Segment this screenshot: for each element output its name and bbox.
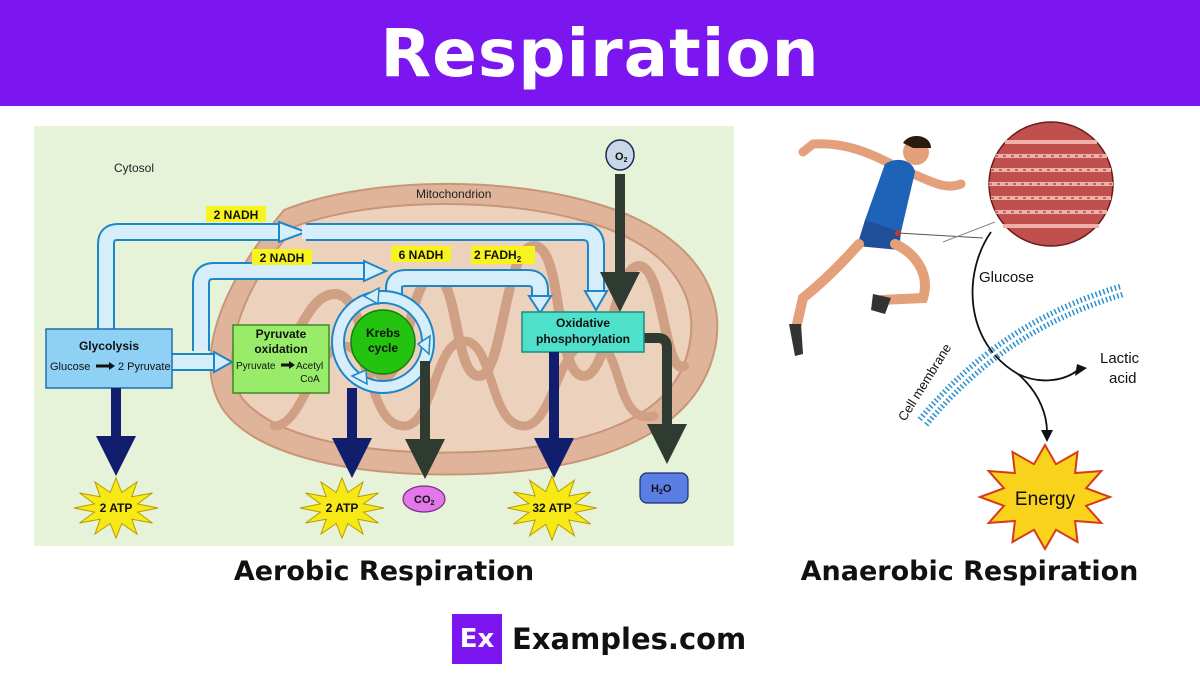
atp-star-glycolysis: 2 ATP [73, 476, 159, 540]
brand-logo-mark: Ex [452, 614, 502, 664]
svg-text:CO2: CO2 [414, 494, 435, 507]
svg-text:O2: O2 [615, 151, 628, 164]
nadh-label-krebs: 6 NADH [391, 246, 451, 262]
anaerobic-caption: Anaerobic Respiration [800, 556, 1139, 587]
oxygen-bubble: O2 [600, 139, 640, 312]
svg-text:2 NADH: 2 NADH [214, 208, 259, 222]
flow-arrow-glycolysis-to-oxphos [97, 220, 609, 336]
glycolysis-box: Glycolysis Glucose 2 Pyruvate [45, 328, 173, 389]
atp-star-oxphos: 32 ATP [507, 474, 597, 542]
svg-text:Acetyl: Acetyl [296, 361, 323, 372]
svg-text:Pyruvate: Pyruvate [256, 327, 307, 341]
krebs-cycle: Krebs cycle [331, 286, 435, 394]
svg-text:Energy: Energy [1015, 489, 1076, 510]
h2o-box: H2O [639, 472, 689, 504]
flow-arrow-krebs-to-oxphos [385, 269, 553, 315]
oxidative-phosphorylation-box: Oxidative phosphorylation [521, 311, 687, 464]
muscle-fiber-closeup [942, 121, 1114, 247]
co2-bubble: CO2 [402, 485, 446, 513]
svg-text:2 Pyruvate: 2 Pyruvate [118, 361, 171, 373]
svg-text:6 NADH: 6 NADH [399, 248, 444, 262]
lactic-acid-arrow [1017, 369, 1079, 382]
energy-arrow [1017, 373, 1048, 433]
svg-text:cycle: cycle [368, 341, 398, 355]
svg-text:H2O: H2O [651, 483, 672, 496]
svg-text:phosphorylation: phosphorylation [536, 332, 630, 346]
aerobic-caption: Aerobic Respiration [233, 556, 535, 587]
brand-logo[interactable]: Ex Examples.com [452, 613, 748, 665]
svg-text:2 NADH: 2 NADH [260, 251, 305, 265]
fadh-label: 2 FADH2 [471, 246, 535, 264]
svg-text:32 ATP: 32 ATP [532, 501, 571, 515]
svg-text:CoA: CoA [300, 374, 320, 385]
nadh-label-pyruvate: 2 NADH [252, 249, 312, 265]
svg-text:Oxidative: Oxidative [556, 316, 610, 330]
svg-text:Glycolysis: Glycolysis [79, 339, 139, 353]
svg-text:Pyruvate: Pyruvate [236, 361, 276, 372]
mitochondrion-label: Mitochondrion [416, 187, 491, 201]
nadh-label-top: 2 NADH [206, 206, 266, 222]
atp-star-krebs: 2 ATP [299, 476, 385, 540]
svg-text:Glucose: Glucose [50, 361, 90, 373]
svg-text:2 FADH2: 2 FADH2 [474, 248, 522, 264]
pyruvate-oxidation-box: Pyruvate oxidation Pyruvate Acetyl CoA [232, 324, 330, 394]
header-banner: Respiration [0, 0, 1200, 106]
page-title: Respiration [380, 14, 820, 92]
svg-text:2 ATP: 2 ATP [326, 501, 359, 515]
svg-text:Krebs: Krebs [366, 326, 400, 340]
svg-text:oxidation: oxidation [254, 342, 307, 356]
glucose-label: Glucose [979, 269, 1034, 286]
cell-membrane [917, 283, 1126, 427]
lactic-acid-label-line2: acid [1109, 370, 1137, 387]
anaerobic-illustration: Glucose Cell membrane Lactic acid Energy [773, 112, 1166, 557]
lactic-acid-label-line1: Lactic [1100, 350, 1140, 367]
runner-figure [789, 135, 984, 356]
flow-arrow-pyruvate-to-krebs [192, 259, 389, 351]
brand-name: Examples.com [512, 622, 747, 656]
energy-star: Energy [977, 442, 1113, 552]
glucose-arrow [971, 231, 1019, 375]
aerobic-diagram: Cytosol Mitochondrion 2 NADH 2 NADH 6 NA… [34, 126, 734, 546]
flow-arrow-glycolysis-to-pyruvate [170, 350, 235, 374]
svg-text:2 ATP: 2 ATP [100, 501, 133, 515]
cytosol-label: Cytosol [114, 161, 154, 175]
